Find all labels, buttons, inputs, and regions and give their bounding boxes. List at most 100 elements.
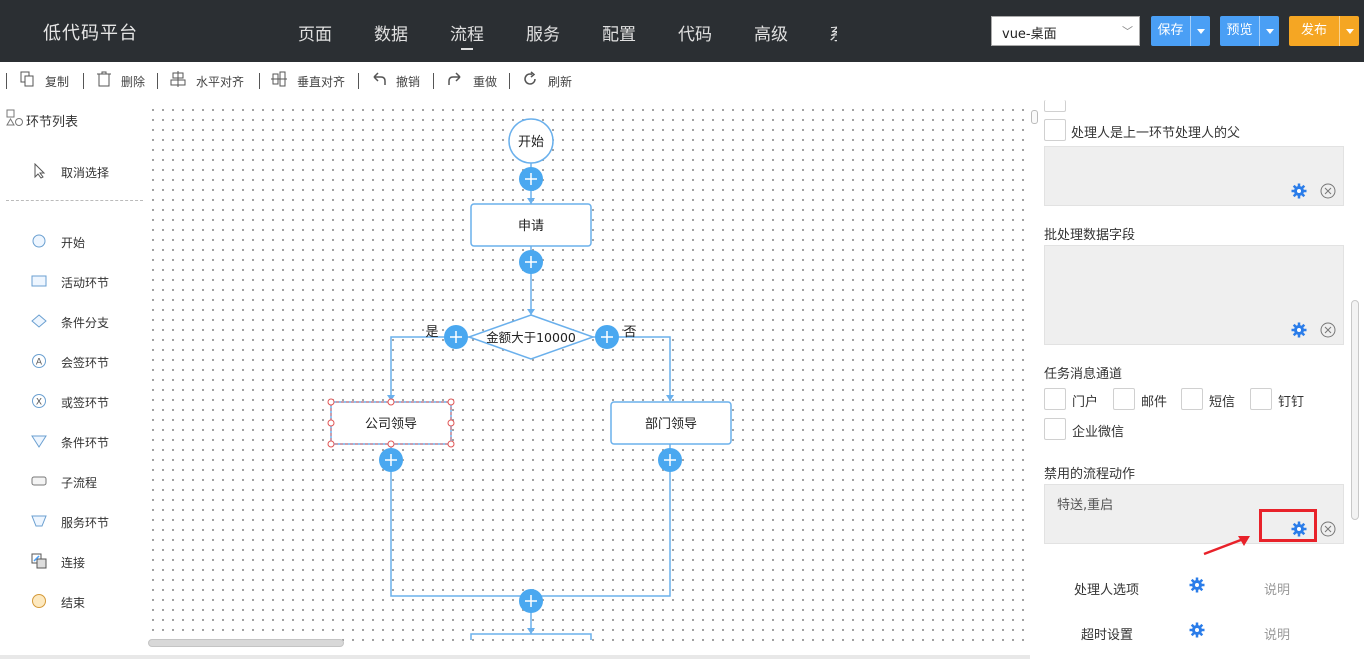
channel-portal-checkbox[interactable] bbox=[1044, 388, 1066, 410]
gear-icon[interactable] bbox=[1291, 521, 1307, 537]
palette-item-condition-branch[interactable]: 条件分支 bbox=[61, 316, 110, 330]
deselect-button[interactable]: 取消选择 bbox=[61, 166, 110, 180]
apply-node bbox=[470, 203, 592, 247]
palette-item-condition-node[interactable]: 条件环节 bbox=[61, 436, 110, 450]
pointer-icon bbox=[34, 163, 46, 179]
palette-item-activity[interactable]: 活动环节 bbox=[61, 276, 110, 290]
add-node-plus-icon bbox=[519, 167, 543, 191]
handler-options-desc[interactable]: 说明 bbox=[1264, 583, 1291, 598]
palette-item-countersign[interactable]: 会签环节 bbox=[61, 356, 110, 370]
horizontal-scrollbar[interactable] bbox=[148, 639, 344, 647]
align-vertical-button[interactable]: 垂直对齐 bbox=[297, 75, 346, 89]
redo-icon bbox=[448, 72, 461, 85]
nav-advanced[interactable]: 高级 bbox=[754, 25, 788, 45]
delete-icon bbox=[97, 71, 111, 87]
circle-icon bbox=[32, 234, 46, 248]
handler-options-label: 处理人选项 bbox=[1074, 583, 1140, 598]
align-horizontal-icon bbox=[170, 71, 186, 87]
save-button[interactable]: 保存 bbox=[1151, 16, 1210, 46]
apply-node-label: 申请 bbox=[518, 219, 544, 234]
palette-item-or-sign[interactable]: 或签环节 bbox=[61, 396, 110, 410]
align-vertical-icon bbox=[271, 71, 287, 87]
vertical-scrollbar[interactable] bbox=[1351, 300, 1359, 520]
nav-more[interactable]: 系 bbox=[829, 20, 837, 45]
arrow-annotation-icon bbox=[1203, 536, 1250, 556]
palette-item-connect[interactable]: 连接 bbox=[61, 556, 86, 570]
add-node-plus-icon bbox=[519, 589, 543, 613]
rounded-rect-icon bbox=[31, 476, 47, 486]
gear-icon[interactable] bbox=[1189, 622, 1205, 638]
disabled-actions-value: 特送,重启 bbox=[1057, 498, 1114, 513]
delete-button[interactable]: 删除 bbox=[121, 75, 146, 89]
selection-handles bbox=[327, 398, 455, 448]
checkbox-partial[interactable] bbox=[1044, 100, 1066, 112]
yes-edge-label: 是 bbox=[425, 325, 438, 340]
palette-item-subprocess[interactable]: 子流程 bbox=[61, 476, 98, 490]
arrow-head bbox=[387, 395, 395, 401]
nav-service[interactable]: 服务 bbox=[526, 25, 560, 45]
palette-item-end[interactable]: 结束 bbox=[61, 596, 86, 610]
gear-icon[interactable] bbox=[1291, 183, 1307, 199]
batch-field-label: 批处理数据字段 bbox=[1044, 228, 1136, 243]
channel-email-label: 邮件 bbox=[1141, 395, 1168, 410]
gear-icon[interactable] bbox=[1189, 577, 1205, 593]
company-leader-node bbox=[330, 401, 452, 445]
parent-handler-checkbox[interactable] bbox=[1044, 119, 1066, 141]
refresh-button[interactable]: 刷新 bbox=[548, 75, 573, 89]
channel-email-checkbox[interactable] bbox=[1113, 388, 1135, 410]
batch-field-box[interactable] bbox=[1044, 245, 1344, 345]
channel-dingtalk-checkbox[interactable] bbox=[1250, 388, 1272, 410]
nav-code[interactable]: 代码 bbox=[678, 25, 712, 45]
clear-icon[interactable] bbox=[1320, 322, 1336, 338]
connect-icon bbox=[31, 553, 47, 569]
triangle-icon bbox=[31, 435, 47, 448]
disabled-actions-label: 禁用的流程动作 bbox=[1044, 467, 1136, 482]
clear-icon[interactable] bbox=[1320, 521, 1336, 537]
nav-flow[interactable]: 流程 bbox=[450, 20, 484, 50]
toolbar: 复制 删除 水平对齐 垂直对齐 撤销 重做 刷新 bbox=[0, 62, 1364, 100]
preview-dropdown-icon[interactable] bbox=[1259, 16, 1279, 46]
no-edge-label: 否 bbox=[623, 325, 636, 340]
rectangle-icon bbox=[31, 275, 47, 287]
condition-node bbox=[466, 314, 596, 360]
copy-button[interactable]: 复制 bbox=[45, 75, 70, 89]
timeout-settings-label: 超时设置 bbox=[1081, 628, 1134, 643]
channel-sms-checkbox[interactable] bbox=[1181, 388, 1203, 410]
gear-icon[interactable] bbox=[1291, 322, 1307, 338]
timeout-settings-desc[interactable]: 说明 bbox=[1264, 628, 1291, 643]
condition-node-label: 金额大于10000 bbox=[486, 330, 576, 345]
add-node-buttons bbox=[379, 167, 682, 613]
undo-icon bbox=[373, 72, 386, 85]
diamond-icon bbox=[31, 314, 47, 328]
chevron-down-icon: ﹀ bbox=[1122, 25, 1133, 38]
publish-button[interactable]: 发布 bbox=[1289, 16, 1359, 46]
publish-dropdown-icon[interactable] bbox=[1339, 16, 1359, 46]
add-node-plus-icon bbox=[519, 250, 543, 274]
arrow-head bbox=[527, 309, 535, 315]
preview-button[interactable]: 预览 bbox=[1220, 16, 1279, 46]
toolbar-divider bbox=[259, 73, 260, 89]
save-dropdown-icon[interactable] bbox=[1190, 16, 1210, 46]
toolbar-divider bbox=[83, 73, 84, 89]
palette-item-start[interactable]: 开始 bbox=[61, 236, 86, 250]
toolbar-divider bbox=[358, 73, 359, 89]
nav-data[interactable]: 数据 bbox=[374, 25, 408, 45]
dept-leader-label: 部门领导 bbox=[645, 417, 697, 432]
nav-config[interactable]: 配置 bbox=[602, 25, 636, 45]
clear-icon[interactable] bbox=[1320, 183, 1336, 199]
palette-title: 环节列表 bbox=[26, 115, 79, 130]
top-bar: 低代码平台 页面 数据 流程 服务 配置 代码 高级 系 vue-桌面 ﹀ 保存… bbox=[0, 0, 1364, 62]
end-circle-icon bbox=[32, 594, 46, 608]
redo-button[interactable]: 重做 bbox=[473, 75, 498, 89]
channel-wecom-checkbox[interactable] bbox=[1044, 418, 1066, 440]
flow-canvas[interactable] bbox=[148, 105, 1028, 645]
toolbar-divider bbox=[509, 73, 510, 89]
palette-item-service[interactable]: 服务环节 bbox=[61, 516, 110, 530]
platform-select[interactable]: vue-桌面 ﹀ bbox=[991, 16, 1140, 46]
align-horizontal-button[interactable]: 水平对齐 bbox=[196, 75, 245, 89]
undo-button[interactable]: 撤销 bbox=[396, 75, 421, 89]
panel-resize-handle[interactable] bbox=[1031, 110, 1038, 124]
nav-pages[interactable]: 页面 bbox=[298, 25, 332, 45]
arrow-head bbox=[666, 395, 674, 401]
flow-diagram: 开始 申请 金额大于10000 公司领导 部门领导 是 否 bbox=[327, 118, 732, 640]
